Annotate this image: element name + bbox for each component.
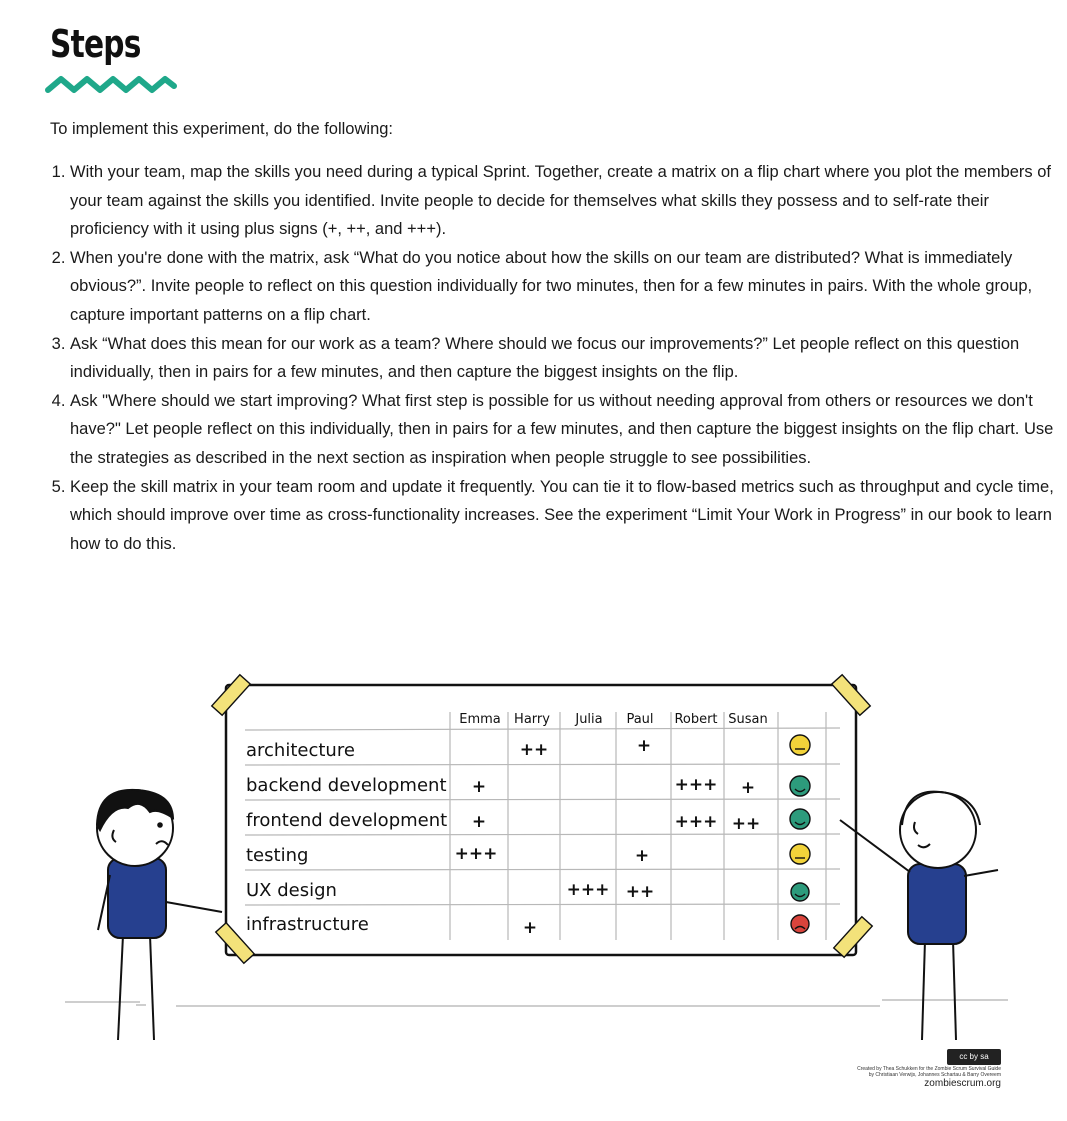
credit-line: by Christiaan Verwijs, Johannes Schartau… [868, 1072, 1001, 1078]
person-left [95, 788, 223, 1040]
rating-cell: +++ [675, 775, 718, 795]
happy-face-icon [790, 882, 810, 902]
steps-list: With your team, map the skills you need … [48, 158, 1055, 558]
rating-cell: ++ [520, 740, 549, 760]
step-item: Ask "Where should we start improving? Wh… [70, 387, 1055, 473]
rating-cell: + [472, 777, 486, 797]
rating-cell: ++ [732, 814, 761, 834]
credit-site: zombiescrum.org [924, 1078, 1001, 1089]
person-right [839, 790, 999, 1040]
skill-label: frontend development [246, 810, 447, 831]
skill-matrix-illustration: Emma Harry Julia Paul Robert Susan archi… [65, 673, 1008, 1040]
intro-text: To implement this experiment, do the fol… [50, 120, 394, 138]
happy-face-icon [789, 775, 811, 797]
credit-line: Created by Thea Schukken for the Zombie … [857, 1066, 1001, 1072]
page-title: Steps [50, 22, 141, 66]
rating-cell: +++ [675, 812, 718, 832]
skill-label: backend development [246, 775, 447, 796]
rating-cell: +++ [455, 844, 498, 864]
zigzag-decoration [45, 76, 177, 93]
happy-face-icon [789, 808, 811, 830]
step-item: With your team, map the skills you need … [70, 158, 1055, 244]
member-header: Emma [459, 712, 501, 727]
floor-lines [65, 999, 1008, 1007]
step-item: When you're done with the matrix, ask “W… [70, 244, 1055, 330]
member-header: Paul [626, 712, 653, 727]
neutral-face-icon [789, 843, 811, 865]
neutral-face-icon [789, 734, 811, 756]
step-item: Ask “What does this mean for our work as… [70, 330, 1055, 387]
skill-label: infrastructure [246, 914, 369, 935]
rating-cell: ++ [626, 882, 655, 902]
rating-cell: +++ [567, 880, 610, 900]
rating-cell: + [472, 812, 486, 832]
skill-label: UX design [246, 880, 337, 901]
rating-cell: + [523, 918, 537, 938]
step-item: Keep the skill matrix in your team room … [70, 473, 1055, 559]
flip-chart-board: Emma Harry Julia Paul Robert Susan archi… [210, 673, 874, 965]
rating-cell: + [741, 778, 755, 798]
rating-cell: + [635, 846, 649, 866]
rating-cell: + [637, 736, 651, 756]
member-header: Robert [674, 712, 717, 727]
skill-label: architecture [246, 740, 355, 761]
member-header: Harry [514, 712, 550, 727]
member-header: Julia [574, 712, 602, 727]
credit-block: Created by Thea Schukken for the Zombie … [857, 1066, 1001, 1089]
sad-face-icon [790, 914, 810, 934]
license-badge: cc by sa [947, 1049, 1001, 1065]
member-header: Susan [728, 712, 767, 727]
skill-label: testing [246, 845, 308, 866]
